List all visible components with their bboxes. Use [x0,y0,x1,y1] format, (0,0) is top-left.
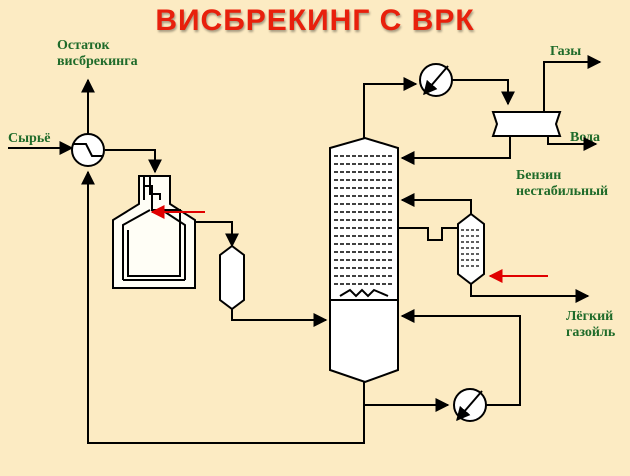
feed-label: Сырьё [8,131,51,146]
gasoil-label-line2: газойль [566,325,616,340]
gasoline-label: Бензин нестабильный [516,168,608,200]
residue-label: Остаток висбрекинга [57,38,138,70]
overhead-condenser [419,63,453,97]
overhead-vapor-line [363,77,418,138]
gasoline-line [400,136,511,165]
gases-label: Газы [550,44,582,59]
feed-heat-exchanger [71,133,105,167]
pumparound-return-line [400,309,521,406]
gasoline-label-line1: Бензин [516,168,562,183]
water-outlet-line [547,136,598,151]
gases-outlet-line [543,55,602,112]
page-title: ВИСБРЕКИНГ С ВРК [155,4,475,37]
column-trays [334,155,394,285]
condenser-to-separator-line [452,79,515,106]
stripper-trays [461,229,481,267]
visbreaking-furnace [112,175,196,289]
gasoline-label-line2: нестабильный [516,184,609,199]
soaker-vessel [219,244,245,311]
gasoil-outlet-line [470,284,590,303]
residue-return-line [81,170,365,444]
bottoms-pumparound-out-line [363,382,450,412]
gasoil-label-line1: Лёгкий [566,309,614,324]
pumparound-cooler [453,388,487,422]
side-stripper [457,212,485,286]
stripper-feed-line [398,227,458,241]
gasoil-label: Лёгкий газойль [566,309,615,341]
soaker-to-column-line [231,309,328,327]
stripper-vapor-return-line [400,193,472,214]
reflux-separator [491,111,562,137]
furnace-to-soaker-line [195,221,239,248]
residue-label-line2: висбрекинга [57,54,138,69]
residue-label-line1: Остаток [57,38,110,53]
exchanger-to-furnace-line [105,149,162,174]
